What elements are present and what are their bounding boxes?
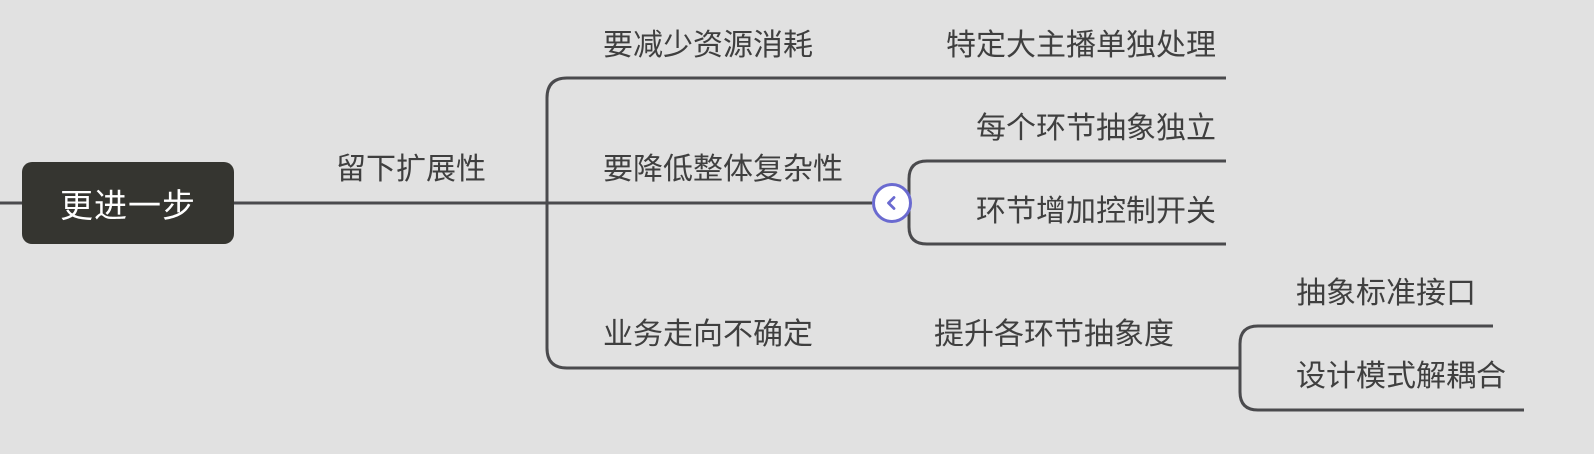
- branch-reduce-complexity-label[interactable]: 要降低整体复杂性: [603, 152, 843, 187]
- branch-reduce-resource-label[interactable]: 要减少资源消耗: [603, 28, 813, 63]
- chevron-left-icon: [887, 196, 896, 210]
- leaf-control-switch-label[interactable]: 环节增加控制开关: [976, 194, 1216, 229]
- chevron-left-stroke: [887, 196, 896, 210]
- trunk-vertical-bracket: [545, 76, 1240, 370]
- root-node-label: 更进一步: [60, 186, 196, 225]
- root-node[interactable]: 更进一步: [22, 162, 234, 244]
- leaf-standard-interface-label[interactable]: 抽象标准接口: [1296, 276, 1476, 311]
- collapse-toggle-button[interactable]: [872, 183, 912, 223]
- abstraction-children-bracket: [1238, 324, 1524, 412]
- level1-node-label[interactable]: 留下扩展性: [336, 152, 486, 187]
- leaf-design-pattern-label[interactable]: 设计模式解耦合: [1296, 359, 1506, 394]
- leaf-abstract-independent-label[interactable]: 每个环节抽象独立: [976, 111, 1216, 146]
- leaf-special-streamer-label[interactable]: 特定大主播单独处理: [946, 28, 1216, 63]
- node-raise-abstraction-label[interactable]: 提升各环节抽象度: [934, 317, 1174, 352]
- branch-uncertain-business-label[interactable]: 业务走向不确定: [603, 317, 813, 352]
